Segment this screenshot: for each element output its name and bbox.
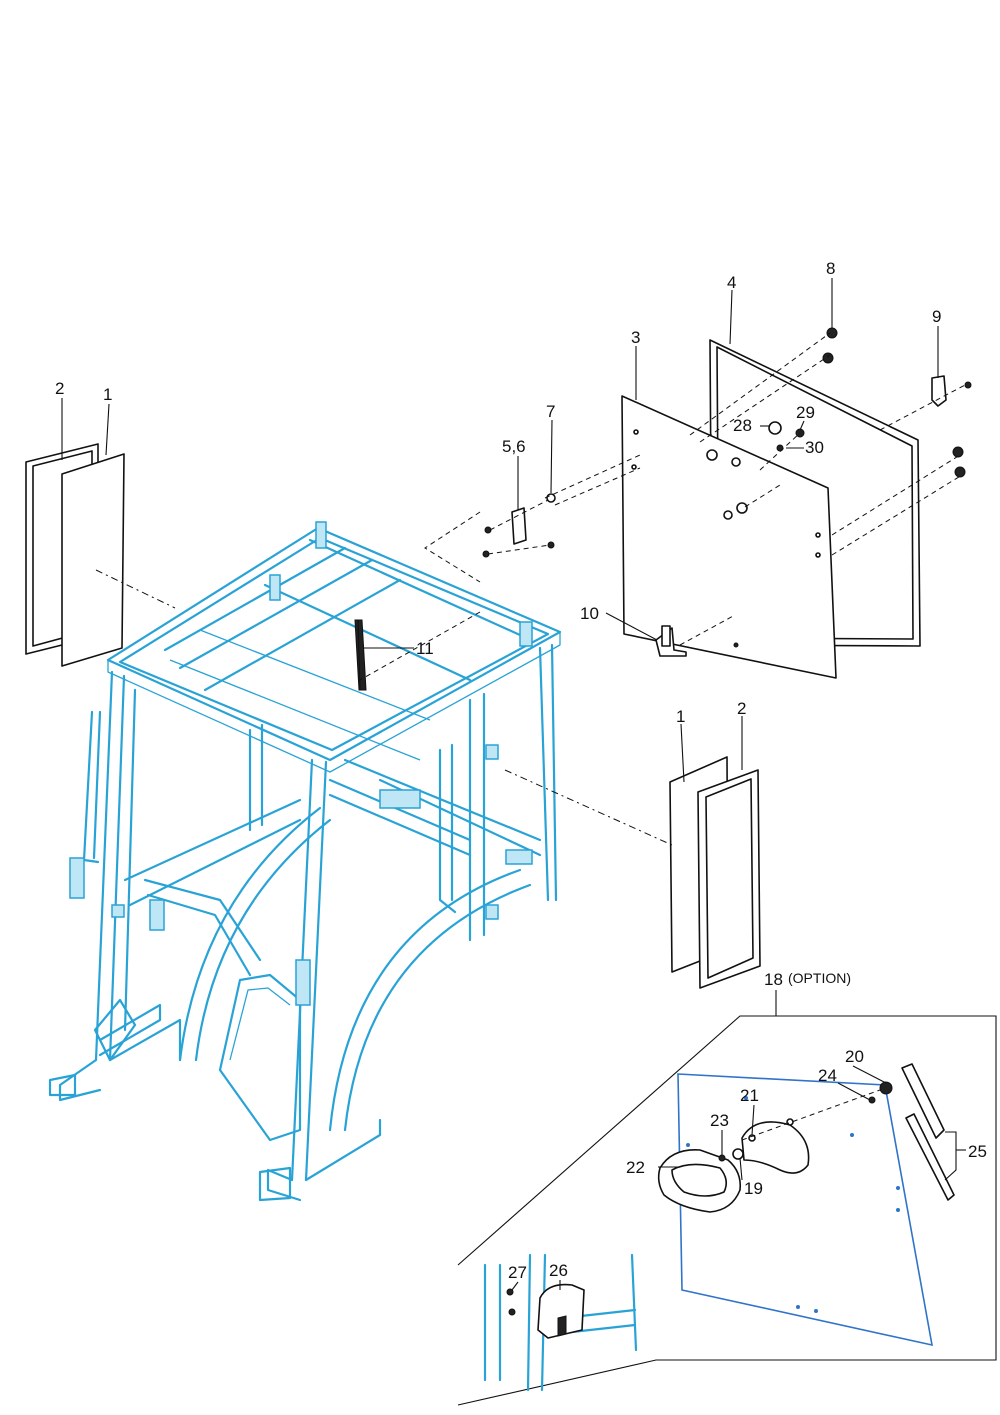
label-part-7: 7 [546,402,555,421]
cab-frame [48,521,562,1202]
label-part-21: 21 [740,1086,759,1105]
label-part-20: 20 [845,1047,864,1066]
label-part-24: 24 [818,1066,837,1085]
label-part-1-right: 1 [676,707,685,726]
side-glass-left [25,443,176,667]
label-part-3: 3 [631,328,640,347]
label-part-11: 11 [416,639,434,658]
label-part-8: 8 [826,259,835,278]
label-part-26: 26 [549,1261,568,1280]
label-part-22: 22 [626,1158,645,1177]
label-option: (OPTION) [788,970,851,986]
label-part-4: 4 [727,273,736,292]
label-part-29: 29 [796,403,815,422]
rear-window [621,339,921,679]
option-detail-box [457,990,997,1406]
label-part-25: 25 [968,1142,987,1161]
label-part-5-6: 5,6 [502,437,526,456]
label-part-10: 10 [580,604,599,623]
label-part-19: 19 [744,1179,763,1198]
label-part-28: 28 [733,416,752,435]
label-part-2-left: 2 [55,379,64,398]
part-labels: 2 1 1 2 3 4 5,6 7 8 9 10 11 18 (OPTION) … [55,259,987,1282]
label-part-2-right: 2 [737,699,746,718]
label-part-23: 23 [710,1111,729,1130]
label-part-1-left: 1 [103,385,112,404]
side-glass-right [504,756,761,989]
rear-hardware [359,327,972,681]
leader-lines [61,278,939,1291]
label-part-18: 18 [764,970,783,989]
label-part-27: 27 [508,1263,527,1282]
label-part-30: 30 [805,438,824,457]
label-part-9: 9 [932,307,941,326]
